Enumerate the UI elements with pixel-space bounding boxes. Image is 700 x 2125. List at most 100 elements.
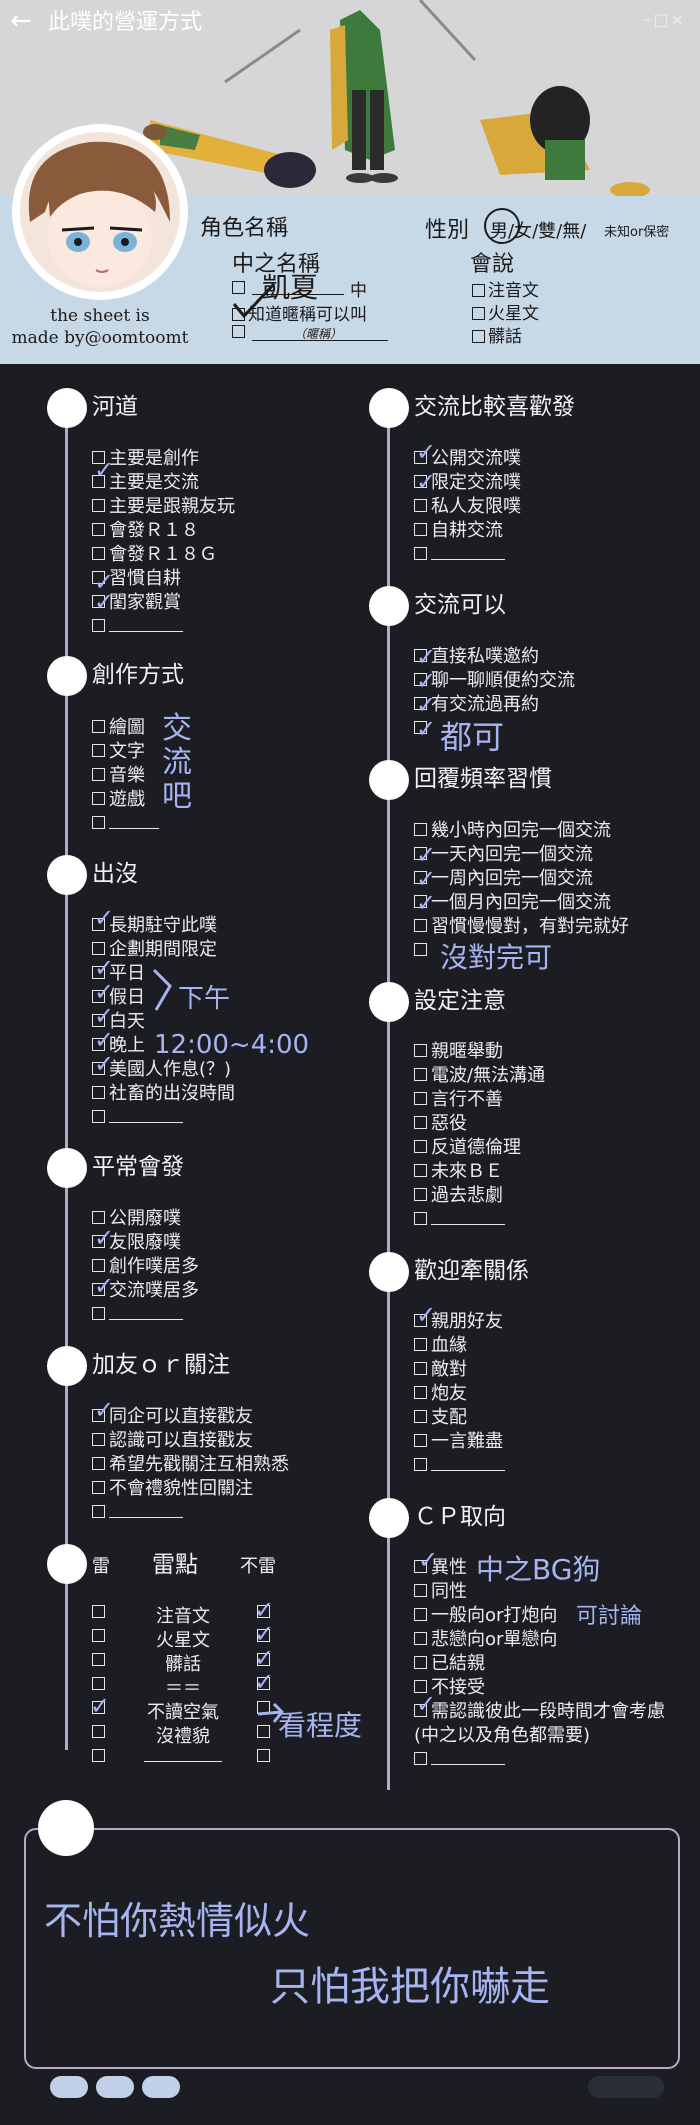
checkbox[interactable] xyxy=(92,619,105,632)
checkbox[interactable] xyxy=(92,1307,105,1320)
checkbox[interactable] xyxy=(414,1458,427,1471)
checkbox[interactable] xyxy=(92,942,105,955)
page-indicator-pill[interactable] xyxy=(50,2076,88,2098)
notmine-checkbox[interactable] xyxy=(257,1653,270,1666)
checkbox[interactable] xyxy=(92,451,105,464)
checkbox[interactable] xyxy=(414,1434,427,1447)
checkbox[interactable] xyxy=(92,720,105,733)
window-controls[interactable]: –□× xyxy=(643,10,686,29)
checkbox[interactable] xyxy=(414,1632,427,1645)
checkbox[interactable] xyxy=(414,1656,427,1669)
checkbox[interactable] xyxy=(414,1704,427,1717)
speaks-checkbox[interactable] xyxy=(472,330,485,343)
item-label: 同性 xyxy=(431,1581,467,1602)
checkbox[interactable] xyxy=(414,1752,427,1765)
mine-checkbox[interactable] xyxy=(92,1701,105,1714)
checkbox[interactable] xyxy=(414,1410,427,1423)
checkbox[interactable] xyxy=(414,1188,427,1201)
checkbox[interactable] xyxy=(92,1283,105,1296)
mine-checkbox[interactable] xyxy=(92,1605,105,1618)
checkbox[interactable] xyxy=(414,1560,427,1573)
checkbox[interactable] xyxy=(414,823,427,836)
notmine-checkbox[interactable] xyxy=(257,1725,270,1738)
checkbox[interactable] xyxy=(92,744,105,757)
checkbox[interactable] xyxy=(92,1409,105,1422)
checkbox[interactable] xyxy=(414,1680,427,1693)
checkbox[interactable] xyxy=(92,792,105,805)
check-mark-icon: ✓ xyxy=(254,1644,275,1672)
checkbox[interactable] xyxy=(414,847,427,860)
checkbox[interactable] xyxy=(414,523,427,536)
checkbox[interactable] xyxy=(92,547,105,560)
speaks-checkbox[interactable] xyxy=(472,284,485,297)
checkbox[interactable] xyxy=(92,1038,105,1051)
checkbox[interactable] xyxy=(414,1140,427,1153)
checkbox[interactable] xyxy=(92,1014,105,1027)
mine-checkbox[interactable] xyxy=(92,1629,105,1642)
page-indicator-pill[interactable] xyxy=(142,2076,180,2098)
checkbox[interactable] xyxy=(92,966,105,979)
checkbox[interactable] xyxy=(414,649,427,662)
action-pill[interactable] xyxy=(588,2076,664,2098)
checkbox[interactable] xyxy=(92,1110,105,1123)
checkbox[interactable] xyxy=(414,1584,427,1597)
notmine-checkbox[interactable] xyxy=(257,1677,270,1690)
checkbox[interactable] xyxy=(414,1314,427,1327)
checkbox[interactable] xyxy=(92,1481,105,1494)
checkbox[interactable] xyxy=(414,919,427,932)
checkbox[interactable] xyxy=(414,1068,427,1081)
back-arrow-icon[interactable]: ← xyxy=(10,6,32,36)
checkbox[interactable] xyxy=(92,918,105,931)
checkbox[interactable] xyxy=(92,1505,105,1518)
item-label: 一言難盡 xyxy=(431,1431,503,1452)
checkbox[interactable] xyxy=(92,571,105,584)
checkbox[interactable] xyxy=(414,697,427,710)
mine-checkbox[interactable] xyxy=(92,1749,105,1762)
checkbox[interactable] xyxy=(414,451,427,464)
inner-name-underline xyxy=(252,294,344,295)
page-indicator-pill[interactable] xyxy=(96,2076,134,2098)
checkbox[interactable] xyxy=(414,1338,427,1351)
speaks-checkbox[interactable] xyxy=(472,307,485,320)
checkbox[interactable] xyxy=(414,673,427,686)
checkbox[interactable] xyxy=(92,816,105,829)
inner-name-checkbox[interactable] xyxy=(232,281,245,294)
checkbox[interactable] xyxy=(414,1044,427,1057)
notmine-checkbox[interactable] xyxy=(257,1749,270,1762)
checkbox[interactable] xyxy=(414,895,427,908)
mine-column-label: 雷 xyxy=(92,1556,110,1577)
mine-checkbox[interactable] xyxy=(92,1653,105,1666)
checkbox[interactable] xyxy=(92,523,105,536)
mine-checkbox[interactable] xyxy=(92,1677,105,1690)
checkbox[interactable] xyxy=(92,475,105,488)
message-box-dot xyxy=(38,1800,94,1856)
checkbox[interactable] xyxy=(92,595,105,608)
checkbox[interactable] xyxy=(414,721,427,734)
checkbox[interactable] xyxy=(92,990,105,1003)
checkbox[interactable] xyxy=(414,943,427,956)
checkbox[interactable] xyxy=(92,1259,105,1272)
checkbox[interactable] xyxy=(414,1116,427,1129)
notmine-checkbox[interactable] xyxy=(257,1629,270,1642)
notmine-checkbox[interactable] xyxy=(257,1605,270,1618)
checkbox[interactable] xyxy=(414,475,427,488)
checkbox[interactable] xyxy=(414,499,427,512)
checkbox[interactable] xyxy=(414,1362,427,1375)
checkbox[interactable] xyxy=(92,499,105,512)
checkbox[interactable] xyxy=(414,547,427,560)
blank-name-checkbox[interactable] xyxy=(232,325,245,338)
checkbox[interactable] xyxy=(92,1062,105,1075)
checkbox[interactable] xyxy=(92,768,105,781)
checkbox[interactable] xyxy=(92,1235,105,1248)
checkbox[interactable] xyxy=(414,1164,427,1177)
checkbox[interactable] xyxy=(414,1212,427,1225)
checkbox[interactable] xyxy=(414,1092,427,1105)
checkbox[interactable] xyxy=(414,871,427,884)
checkbox[interactable] xyxy=(92,1211,105,1224)
checkbox[interactable] xyxy=(92,1457,105,1470)
checkbox[interactable] xyxy=(414,1608,427,1621)
checkbox[interactable] xyxy=(414,1386,427,1399)
checkbox[interactable] xyxy=(92,1086,105,1099)
checkbox[interactable] xyxy=(92,1433,105,1446)
mine-checkbox[interactable] xyxy=(92,1725,105,1738)
